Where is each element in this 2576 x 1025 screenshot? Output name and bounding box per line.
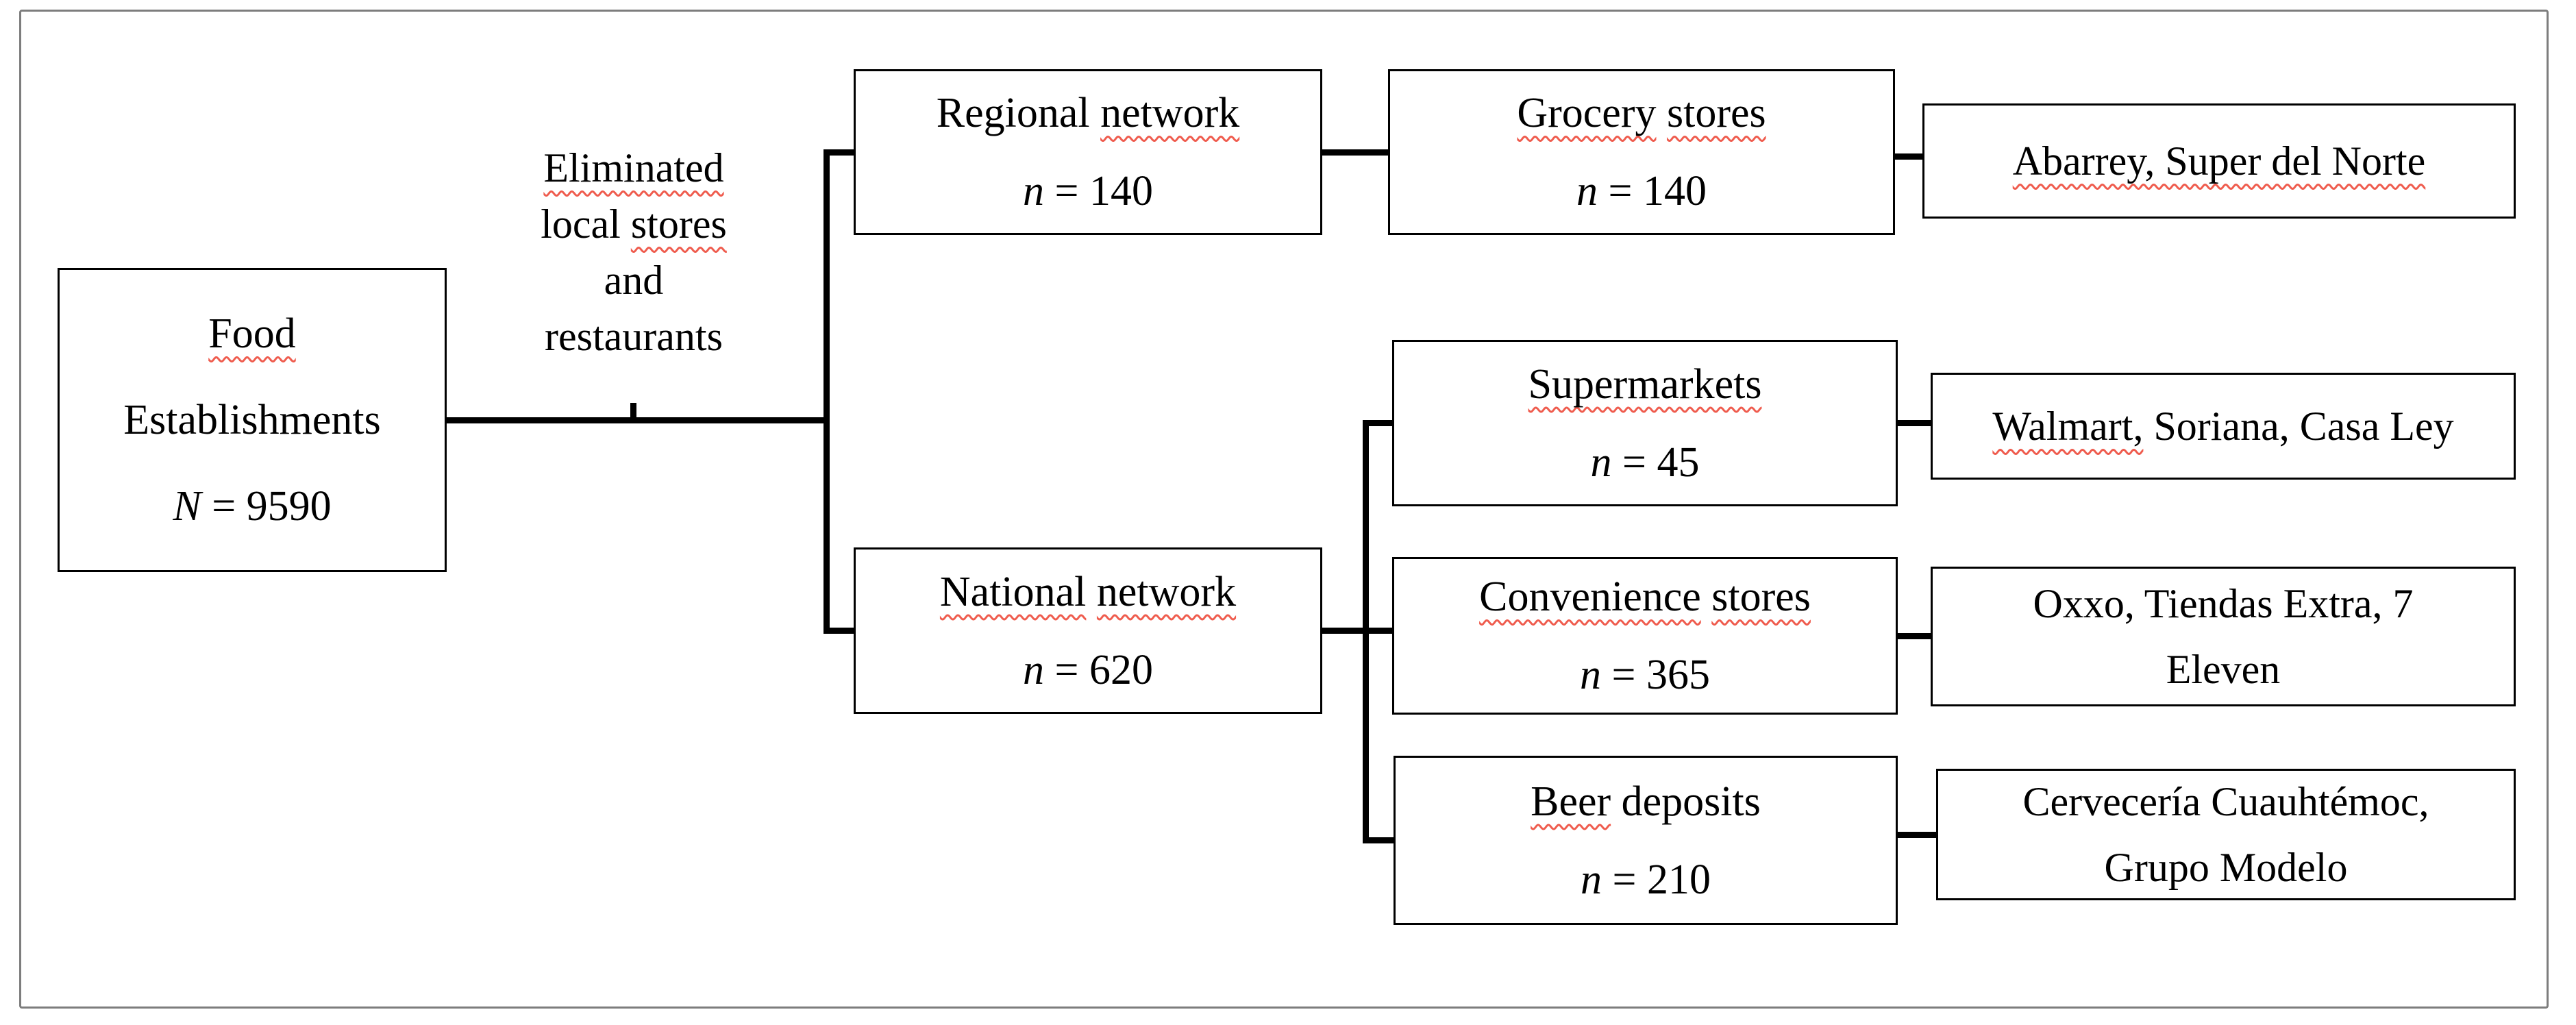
regional-title: Regional network [936, 90, 1240, 136]
national-title: National network [939, 568, 1237, 615]
node-supermarkets: Supermarkets n = 45 [1392, 340, 1898, 506]
food-title-line1: Food [208, 310, 296, 357]
eliminated-note-line1: Eliminated [543, 145, 724, 190]
walmart-brands-text: Walmart, Soriana, Casa Ley [1992, 404, 2454, 449]
eliminated-note: Eliminated local stores and restaurants [473, 140, 795, 366]
node-abarrey-brands: Abarrey, Super del Norte [1922, 103, 2516, 219]
node-oxxo-brands: Oxxo, Tiendas Extra, 7 Eleven [1931, 567, 2516, 706]
connector-branch2-to-supermarkets [1369, 420, 1392, 426]
node-convenience-stores: Convenience stores n = 365 [1392, 557, 1898, 715]
cerveceria-brands-line2: Grupo Modelo [2104, 845, 2348, 890]
node-cerveceria-brands: Cervecería Cuauhtémoc, Grupo Modelo [1936, 769, 2516, 900]
eliminated-note-line2: local stores [541, 201, 727, 247]
oxxo-brands-line2: Eleven [2166, 647, 2281, 692]
connector-branch1-to-regional [830, 149, 854, 156]
node-regional-network: Regional network n = 140 [854, 69, 1322, 235]
connector-branch2-to-convenience [1369, 628, 1392, 634]
convenience-title: Convenience stores [1479, 573, 1811, 620]
food-count: N = 9590 [173, 483, 332, 530]
connector-grocery-to-abarrey [1895, 153, 1922, 160]
oxxo-brands-line1: Oxxo, Tiendas Extra, 7 [2033, 581, 2414, 626]
connector-branch1-to-national [830, 628, 854, 634]
grocery-count: n = 140 [1576, 168, 1707, 214]
food-title-line2: Establishments [123, 397, 381, 443]
connector-national-to-branch2 [1322, 628, 1369, 634]
supermarkets-title: Supermarkets [1528, 360, 1762, 408]
connector-beer-to-cerveceria [1898, 832, 1936, 838]
beer-title: Beer deposits [1531, 778, 1761, 825]
branch1-vertical-line [823, 149, 830, 634]
connector-supermarkets-to-walmart [1898, 420, 1931, 426]
node-national-network: National network n = 620 [854, 547, 1322, 714]
connector-convenience-to-oxxo [1898, 633, 1931, 639]
national-count: n = 620 [1023, 646, 1153, 693]
node-grocery-stores: Grocery stores n = 140 [1388, 69, 1895, 235]
supermarkets-count: n = 45 [1590, 439, 1700, 486]
cerveceria-brands-line1: Cervecería Cuauhtémoc, [2022, 779, 2429, 824]
grocery-title: Grocery stores [1517, 90, 1766, 136]
node-food-establishments: Food Establishments N = 9590 [58, 268, 447, 572]
regional-count: n = 140 [1023, 168, 1153, 214]
eliminated-note-line3: and [604, 258, 664, 303]
node-beer-deposits: Beer deposits n = 210 [1394, 756, 1898, 925]
branch2-vertical-line [1363, 420, 1369, 843]
abarrey-brands-text: Abarrey, Super del Norte [2012, 138, 2426, 184]
connector-branch2-to-beer [1369, 837, 1394, 843]
connector-food-to-branch1 [447, 417, 830, 423]
connector-tick-mark [630, 403, 636, 417]
node-walmart-brands: Walmart, Soriana, Casa Ley [1931, 373, 2516, 480]
convenience-count: n = 365 [1580, 652, 1710, 698]
beer-count: n = 210 [1581, 856, 1711, 903]
eliminated-note-line4: restaurants [545, 314, 723, 359]
connector-regional-to-grocery [1322, 149, 1388, 156]
